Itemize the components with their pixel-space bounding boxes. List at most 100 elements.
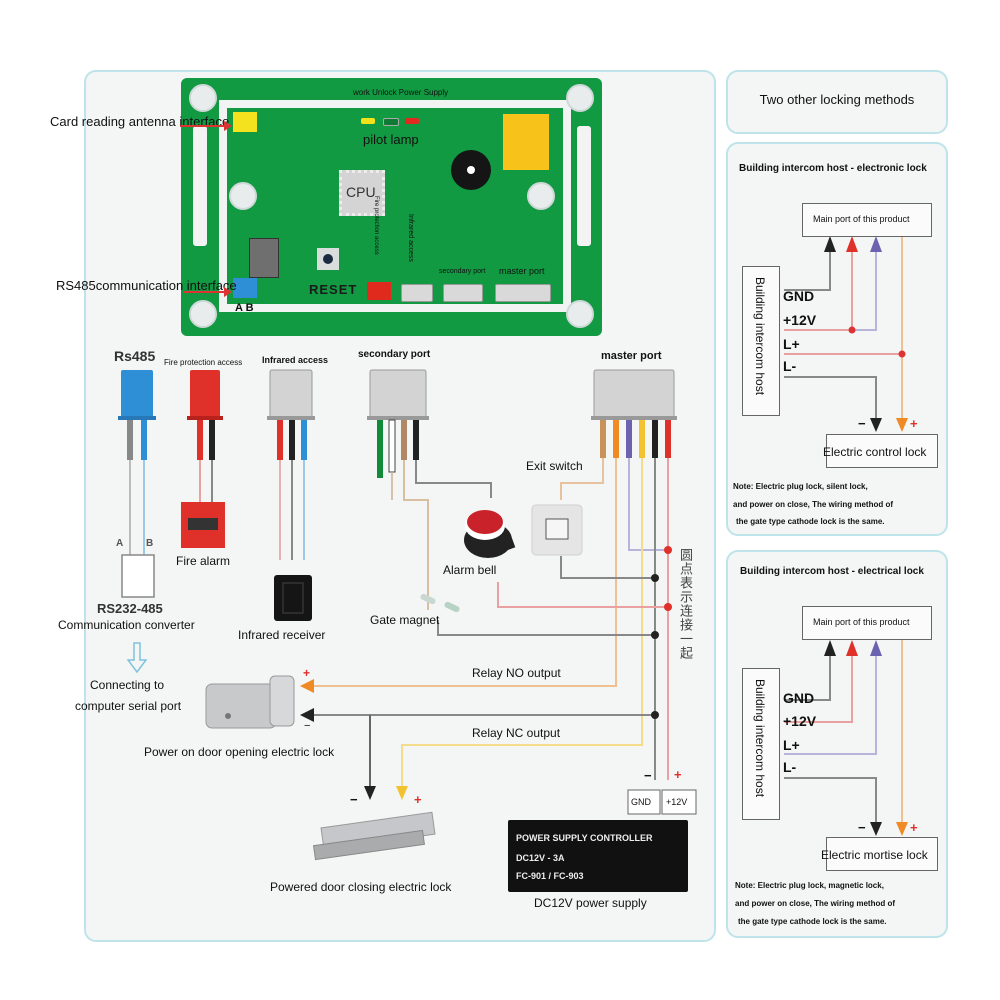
rs232-label: RS232-485 bbox=[97, 601, 163, 616]
mount-hole bbox=[527, 182, 555, 210]
fire-port bbox=[367, 282, 391, 300]
wire-relay-nc bbox=[401, 458, 643, 790]
mount-hole bbox=[229, 182, 257, 210]
junction-dot bbox=[651, 711, 659, 719]
power-supply-box bbox=[508, 820, 688, 892]
panel1-lock: Electric control lock bbox=[823, 434, 938, 468]
reset-button[interactable] bbox=[317, 248, 339, 270]
panel2-12v: +12V bbox=[783, 713, 817, 729]
door-opening-lock-label: Power on door opening electric lock bbox=[144, 745, 335, 759]
relay-no-label: Relay NO output bbox=[472, 666, 561, 680]
b-label: B bbox=[146, 538, 154, 549]
exit-switch-icon bbox=[531, 504, 583, 556]
panel2-note2: and power on close, The wiring method of bbox=[735, 899, 896, 908]
relay-nc-label: Relay NC output bbox=[472, 726, 561, 740]
junction-dot bbox=[664, 603, 672, 611]
alarm-bell-label: Alarm bell bbox=[443, 563, 497, 577]
a-label: A bbox=[116, 538, 124, 549]
rs485-connector bbox=[118, 370, 156, 598]
chinese-note: 圆点表示连接一起 bbox=[678, 548, 693, 660]
secondary-connector bbox=[367, 369, 492, 610]
secondary-port-label: secondary port bbox=[358, 349, 431, 360]
mount-hole bbox=[189, 84, 217, 112]
junction-dot bbox=[651, 574, 659, 582]
panel2-minus: − bbox=[858, 820, 866, 835]
psu-minus-sign: − bbox=[644, 768, 652, 783]
buzzer bbox=[451, 150, 491, 190]
fire-alarm-label: Fire alarm bbox=[176, 554, 231, 568]
cpu-chip: CPU bbox=[339, 170, 385, 216]
gnd-terminal-label: GND bbox=[631, 797, 651, 807]
close-plus-sign: + bbox=[414, 792, 422, 807]
pcb-board: work Unlock Power Supply pilot lamp CPU … bbox=[181, 78, 602, 336]
pilot-lamp-label: pilot lamp bbox=[363, 132, 419, 147]
fire-vertical-label: Fire protection access bbox=[373, 196, 379, 255]
panel1-note2: and power on close, The wiring method of bbox=[733, 500, 894, 509]
panel2-host: Building intercom host bbox=[742, 668, 780, 820]
master-port bbox=[495, 284, 551, 302]
infrared-access-label: Infrared access bbox=[262, 355, 329, 365]
infrared-port bbox=[401, 284, 433, 302]
panel1-gnd: GND bbox=[783, 288, 815, 304]
secondary-port bbox=[443, 284, 483, 302]
rs485-port bbox=[233, 278, 257, 298]
right-title-panel: Two other locking methods bbox=[726, 70, 948, 134]
antenna-port bbox=[233, 112, 257, 132]
exit-switch-label: Exit switch bbox=[526, 459, 583, 473]
wire-alarm bbox=[497, 582, 668, 608]
fire-access-label: Fire protection access bbox=[164, 358, 243, 367]
panel1-note3: the gate type cathode lock is the same. bbox=[736, 517, 885, 526]
down-arrow-icon bbox=[126, 642, 148, 674]
infrared-vertical-label: Infrared access bbox=[407, 214, 414, 262]
rs485-pointer-head bbox=[224, 287, 232, 297]
antenna-pointer-head bbox=[224, 121, 232, 131]
panel1-lminus: L- bbox=[783, 358, 797, 374]
panel1-title: Building intercom host - electronic lock bbox=[739, 163, 927, 174]
rs485-interface-label: RS485communication interface bbox=[56, 278, 237, 293]
wire-exit-gnd bbox=[560, 556, 655, 579]
psu-line1: POWER SUPPLY CONTROLLER bbox=[516, 833, 653, 843]
mount-hole bbox=[566, 84, 594, 112]
psu-caption: DC12V power supply bbox=[534, 896, 647, 910]
panel2-lminus: L- bbox=[783, 759, 797, 775]
panel2-note3: the gate type cathode lock is the same. bbox=[738, 917, 887, 926]
panel1-plus: + bbox=[910, 416, 918, 431]
panel2-note1: Note: Electric plug lock, magnetic lock, bbox=[735, 881, 884, 890]
ab-label: A B bbox=[235, 302, 254, 314]
infrared-receiver-label: Infrared receiver bbox=[238, 628, 326, 642]
intercom-wiring-2 bbox=[784, 640, 908, 836]
converter-label: Communication converter bbox=[58, 618, 195, 632]
reset-label: RESET bbox=[309, 282, 358, 297]
psu-line2: DC12V - 3A bbox=[516, 853, 565, 863]
lamp-header: work Unlock Power Supply bbox=[353, 88, 449, 97]
right-title: Two other locking methods bbox=[759, 92, 915, 107]
close-minus-sign: − bbox=[350, 792, 358, 807]
intercom-wiring-1 bbox=[784, 236, 908, 432]
wire-purple bbox=[628, 458, 668, 551]
wire-exit-switch bbox=[560, 458, 604, 500]
door-closing-lock-label: Powered door closing electric lock bbox=[270, 880, 452, 894]
arrow-nc-minus bbox=[300, 708, 314, 722]
door-opening-lock-icon bbox=[205, 675, 295, 729]
panel2-title: Building intercom host - electrical lock bbox=[740, 566, 924, 577]
infrared-connector bbox=[267, 369, 315, 621]
relay bbox=[503, 114, 549, 170]
panel1-host: Building intercom host bbox=[742, 266, 780, 416]
lamp-work bbox=[361, 118, 375, 124]
mount-hole bbox=[189, 300, 217, 328]
rs485-label: Rs485 bbox=[114, 348, 156, 364]
v12-terminal bbox=[661, 789, 697, 815]
secondary-port-board-label: secondary port bbox=[439, 268, 486, 275]
fire-connector bbox=[181, 370, 225, 548]
v12-terminal-label: +12V bbox=[666, 797, 688, 807]
panel2-main-port: Main port of this product bbox=[802, 606, 932, 640]
lamp-power bbox=[405, 118, 419, 124]
alarm-bell-icon bbox=[464, 510, 516, 558]
psu-plus-sign: + bbox=[674, 767, 682, 782]
arrow-close-plus bbox=[396, 786, 408, 800]
connecting-label-2: computer serial port bbox=[75, 699, 182, 713]
panel2-gnd: GND bbox=[783, 690, 815, 706]
panel2-lplus: L+ bbox=[783, 737, 800, 753]
lamp-unlock bbox=[383, 118, 399, 126]
